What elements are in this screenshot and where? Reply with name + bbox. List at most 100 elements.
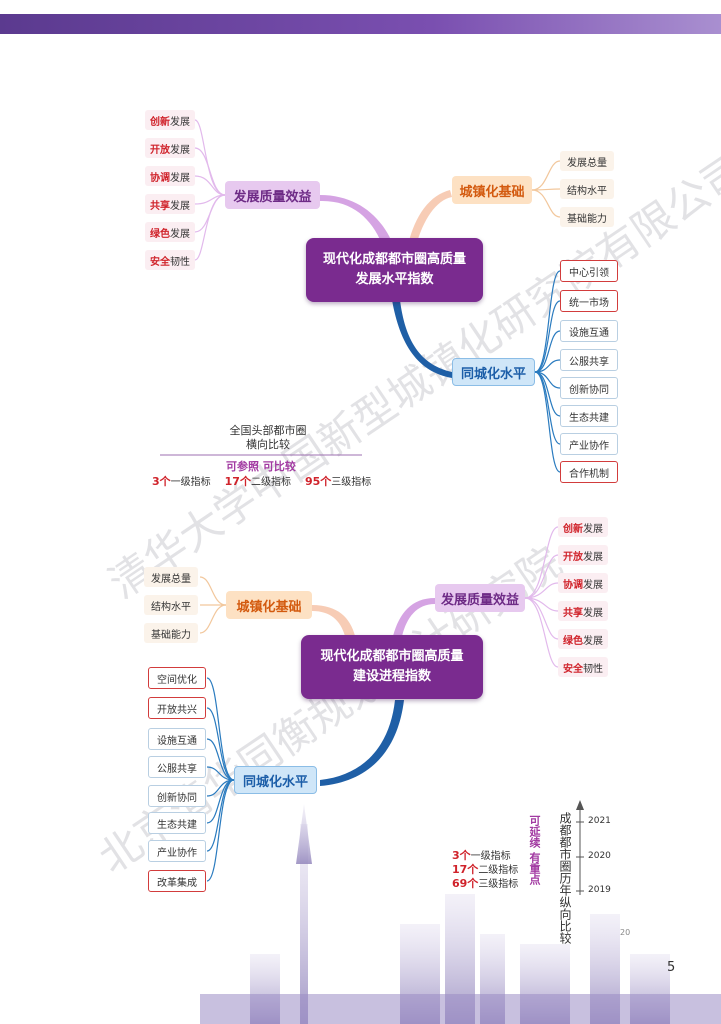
leaf-rest: 韧性 (583, 663, 603, 675)
count-number: 3个 (152, 475, 171, 488)
leaf-emphasis: 协调 (150, 172, 170, 184)
count-label: 二级指标 (250, 477, 291, 488)
leaf-diagram1-urban-2: 基础能力 (560, 207, 614, 227)
leaf-diagram2-urban-1: 结构水平 (144, 595, 198, 615)
leaf-diagram2-3: 共享发展 (558, 601, 608, 621)
leaf-rest: 发展 (583, 607, 603, 619)
count-diagram2-2: 69个三级指标 (452, 877, 518, 891)
note1-title-line2: 横向比较 (246, 438, 290, 451)
leaf-rest: 发展 (583, 523, 603, 535)
leaf-diagram1-2: 协调发展 (145, 166, 195, 186)
count-label: 三级指标 (331, 477, 372, 488)
leaf-rest: 发展 (583, 579, 603, 591)
leaf-emphasis: 共享 (150, 200, 170, 212)
center-line2: 发展水平指数 (355, 272, 434, 287)
leaf-rest: 发展 (170, 144, 190, 156)
count-diagram1-0: 3个一级指标 (152, 475, 211, 488)
leaf-diagram1-5: 安全韧性 (145, 250, 195, 270)
leaf-emphasis: 创新 (563, 523, 583, 535)
count-diagram2-1: 17个二级指标 (452, 863, 518, 877)
leaf-rest: 发展 (583, 551, 603, 563)
count-number: 17个 (452, 863, 479, 876)
center-node-development-index: 现代化成都都市圈高质量 发展水平指数 (306, 238, 483, 302)
leaf-diagram1-urban-0: 发展总量 (560, 151, 614, 171)
count-diagram1-2: 95个三级指标 (304, 475, 372, 488)
center2-line2: 建设进程指数 (352, 669, 431, 684)
center-line1: 现代化成都都市圈高质量 (322, 252, 466, 267)
center-node-progress-index: 现代化成都都市圈高质量 建设进程指数 (301, 635, 483, 699)
leaf-emphasis: 安全 (150, 256, 170, 268)
leaf-diagram2-same-1: 开放共兴 (148, 697, 206, 719)
leaf-diagram1-same-6: 产业协作 (560, 433, 618, 455)
branch2-quality-benefit: 发展质量效益 (435, 584, 525, 612)
count-label: 一级指标 (170, 477, 211, 488)
leaf-diagram1-same-1: 统一市场 (560, 290, 618, 312)
count-diagram1-1: 17个二级指标 (224, 475, 291, 488)
city-skyline-illustration (200, 804, 721, 1024)
page-number: 5 (667, 960, 676, 975)
leaf-diagram2-same-5: 生态共建 (148, 812, 206, 834)
leaf-diagram2-same-2: 设施互通 (148, 728, 206, 750)
branch2-integration-level: 同城化水平 (234, 766, 317, 794)
leaf-diagram2-urban-2: 基础能力 (144, 623, 198, 643)
leaf-diagram1-0: 创新发展 (145, 110, 195, 130)
leaf-diagram1-1: 开放发展 (145, 138, 195, 158)
note2-title: 成都都市圈历年纵向比较 (558, 812, 572, 944)
leaf-diagram1-same-3: 公服共享 (560, 349, 618, 371)
leaf-emphasis: 共享 (563, 607, 583, 619)
branch2-urbanization-base: 城镇化基础 (226, 591, 312, 619)
leaf-rest: 发展 (583, 635, 603, 647)
leaf-diagram1-same-7: 合作机制 (560, 461, 618, 483)
leaf-diagram2-same-6: 产业协作 (148, 840, 206, 862)
year-2021: 2021 (588, 816, 611, 826)
leaf-diagram1-3: 共享发展 (145, 194, 195, 214)
branch-integration-level: 同城化水平 (452, 358, 535, 386)
leaf-emphasis: 开放 (150, 144, 170, 156)
note2-tag: 可延续 有重点 (528, 815, 541, 885)
leaf-emphasis: 协调 (563, 579, 583, 591)
leaf-emphasis: 安全 (563, 663, 583, 675)
count-diagram2-0: 3个一级指标 (452, 849, 518, 863)
count-number: 95个 (304, 475, 332, 488)
branch-quality-benefit: 发展质量效益 (225, 181, 320, 209)
leaf-rest: 韧性 (170, 256, 190, 268)
leaf-diagram2-urban-0: 发展总量 (144, 567, 198, 587)
leaf-emphasis: 绿色 (150, 228, 170, 240)
branch-urbanization-base: 城镇化基础 (452, 176, 532, 204)
count-number: 17个 (224, 475, 251, 488)
leaf-diagram2-1: 开放发展 (558, 545, 608, 565)
leaf-emphasis: 开放 (563, 551, 583, 563)
leaf-diagram2-2: 协调发展 (558, 573, 608, 593)
leaf-diagram2-same-0: 空间优化 (148, 667, 206, 689)
leaf-emphasis: 创新 (150, 116, 170, 128)
leaf-diagram2-5: 安全韧性 (558, 657, 608, 677)
leaf-rest: 发展 (170, 228, 190, 240)
leaf-diagram1-urban-1: 结构水平 (560, 179, 614, 199)
header-band (0, 14, 721, 34)
small-page-marker: 20 (620, 928, 631, 937)
count-number: 3个 (452, 849, 471, 862)
leaf-diagram2-same-3: 公服共享 (148, 756, 206, 778)
leaf-diagram1-same-2: 设施互通 (560, 320, 618, 342)
leaf-rest: 发展 (170, 116, 190, 128)
count-number: 69个 (452, 877, 479, 890)
leaf-diagram1-same-4: 创新协同 (560, 377, 618, 399)
year-2019: 2019 (588, 885, 611, 895)
leaf-emphasis: 绿色 (563, 635, 583, 647)
leaf-diagram2-same-4: 创新协同 (148, 785, 206, 807)
leaf-rest: 发展 (170, 200, 190, 212)
year-2020: 2020 (588, 851, 611, 861)
leaf-diagram2-same-7: 改革集成 (148, 870, 206, 892)
leaf-diagram2-0: 创新发展 (558, 517, 608, 537)
count-label: 一级指标 (470, 851, 511, 862)
count-label: 二级指标 (478, 865, 519, 876)
leaf-diagram1-4: 绿色发展 (145, 222, 195, 242)
note1-tag: 可参照 可比较 (226, 460, 296, 473)
count-label: 三级指标 (478, 879, 519, 890)
leaf-diagram2-4: 绿色发展 (558, 629, 608, 649)
leaf-diagram1-same-0: 中心引领 (560, 260, 618, 282)
note1-title-line1: 全国头部都市圈 (229, 424, 307, 437)
center2-line1: 现代化成都都市圈高质量 (320, 649, 464, 664)
leaf-rest: 发展 (170, 172, 190, 184)
